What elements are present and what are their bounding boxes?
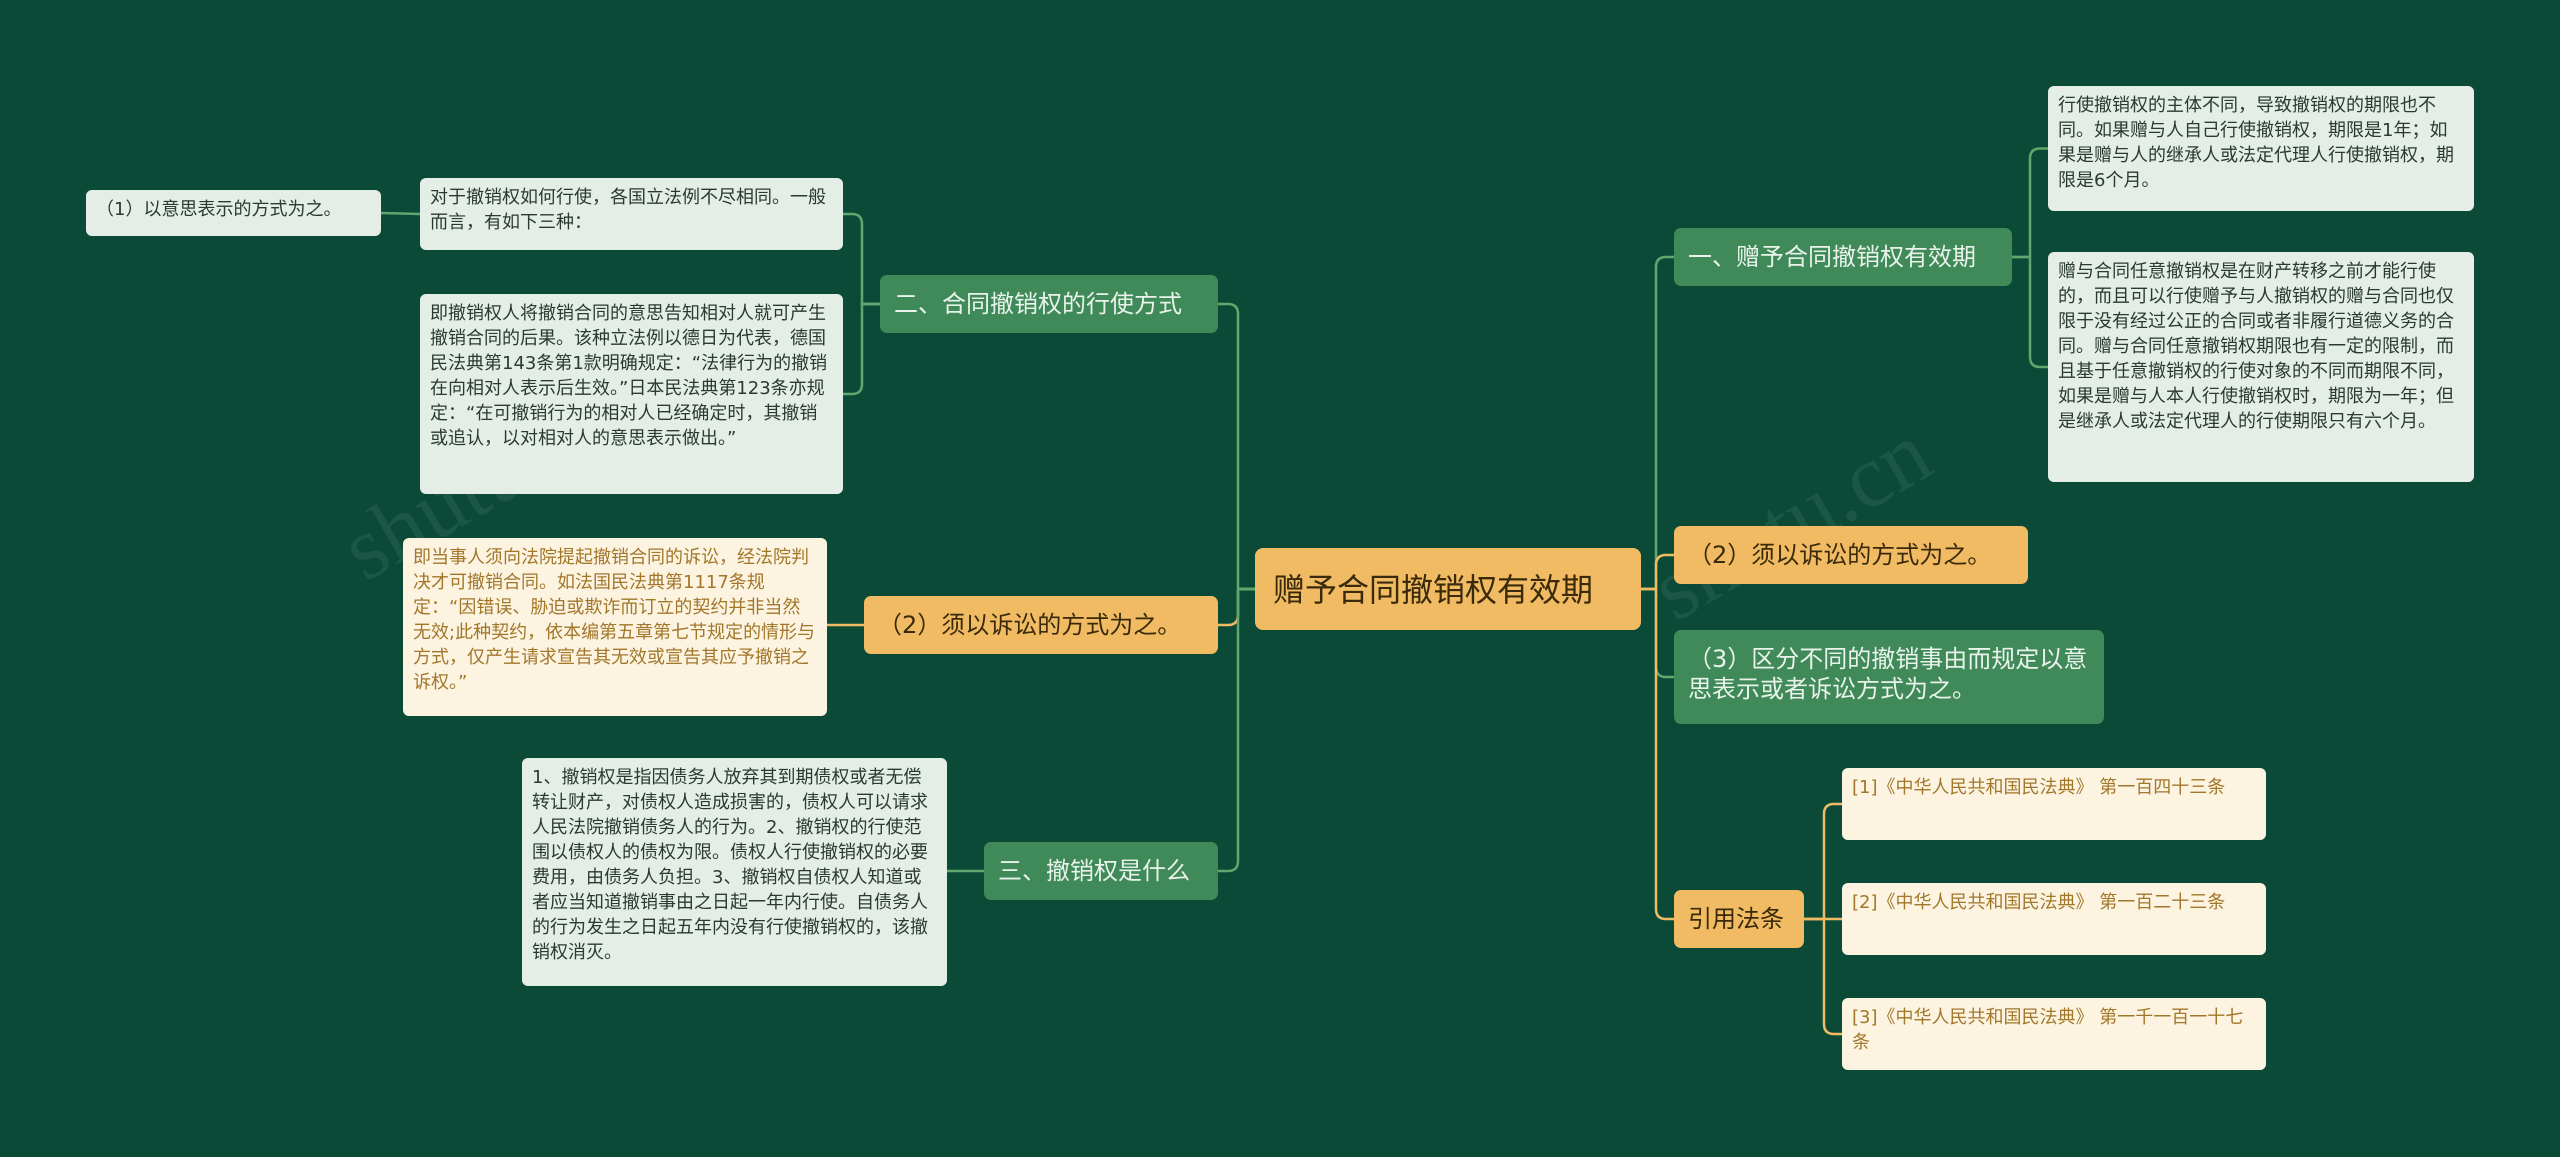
connector-line [1654, 589, 1674, 679]
detail-subject-difference[interactable]: 行使撤销权的主体不同，导致撤销权的期限也不同。如果赠与人自己行使撤销权，期限是1… [2048, 86, 2474, 211]
connector-line [1218, 302, 1240, 589]
detail-revocation-definition[interactable]: 1、撤销权是指因债务人放弃其到期债权或者无偿转让财产，对债权人造成损害的，债权人… [522, 758, 947, 986]
branch-exercise-method[interactable]: 二、合同撤销权的行使方式 [880, 275, 1218, 333]
connector-line [1654, 255, 1674, 589]
connector-line [843, 302, 880, 396]
connector-line [2028, 257, 2048, 369]
connector-line [380, 211, 421, 216]
connector-line [1822, 919, 1842, 1036]
law-reference-item[interactable]: [2]《中华人民共和国民法典》 第一百二十三条 [1842, 883, 2266, 955]
connector-line [1822, 802, 1842, 919]
connector-line [1218, 589, 1240, 627]
branch-distinguish-causes[interactable]: （3）区分不同的撤销事由而规定以意思表示或者诉讼方式为之。 [1674, 630, 2104, 724]
branch-litigation-method[interactable]: （2）须以诉讼的方式为之。 [864, 596, 1218, 654]
branch-litigation-method-right[interactable]: （2）须以诉讼的方式为之。 [1674, 526, 2028, 584]
connector-line [1218, 589, 1240, 873]
connector-line [1654, 589, 1674, 921]
detail-declaration-method[interactable]: （1）以意思表示的方式为之。 [86, 190, 381, 236]
connector-line [1654, 553, 1674, 589]
connector-line [2028, 147, 2048, 257]
detail-germany-japan-law[interactable]: 即撤销权人将撤销合同的意思告知相对人就可产生撤销合同的后果。该种立法例以德日为代… [420, 294, 843, 494]
detail-arbitrary-revocation[interactable]: 赠与合同任意撤销权是在财产转移之前才能行使的，而且可以行使赠予与人撤销权的赠与合… [2048, 252, 2474, 482]
connector-line [843, 212, 880, 306]
root-topic[interactable]: 赠予合同撤销权有效期 [1255, 548, 1641, 630]
detail-legislation-overview[interactable]: 对于撤销权如何行使，各国立法例不尽相同。一般而言，有如下三种： [420, 178, 843, 250]
branch-what-is-revocation[interactable]: 三、撤销权是什么 [984, 842, 1218, 900]
law-reference-item[interactable]: [1]《中华人民共和国民法典》 第一百四十三条 [1842, 768, 2266, 840]
branch-cited-laws[interactable]: 引用法条 [1674, 890, 1804, 948]
detail-france-law[interactable]: 即当事人须向法院提起撤销合同的诉讼，经法院判决才可撤销合同。如法国民法典第111… [403, 538, 827, 716]
law-reference-item[interactable]: [3]《中华人民共和国民法典》 第一千一百一十七条 [1842, 998, 2266, 1070]
branch-validity-period[interactable]: 一、赠予合同撤销权有效期 [1674, 228, 2012, 286]
